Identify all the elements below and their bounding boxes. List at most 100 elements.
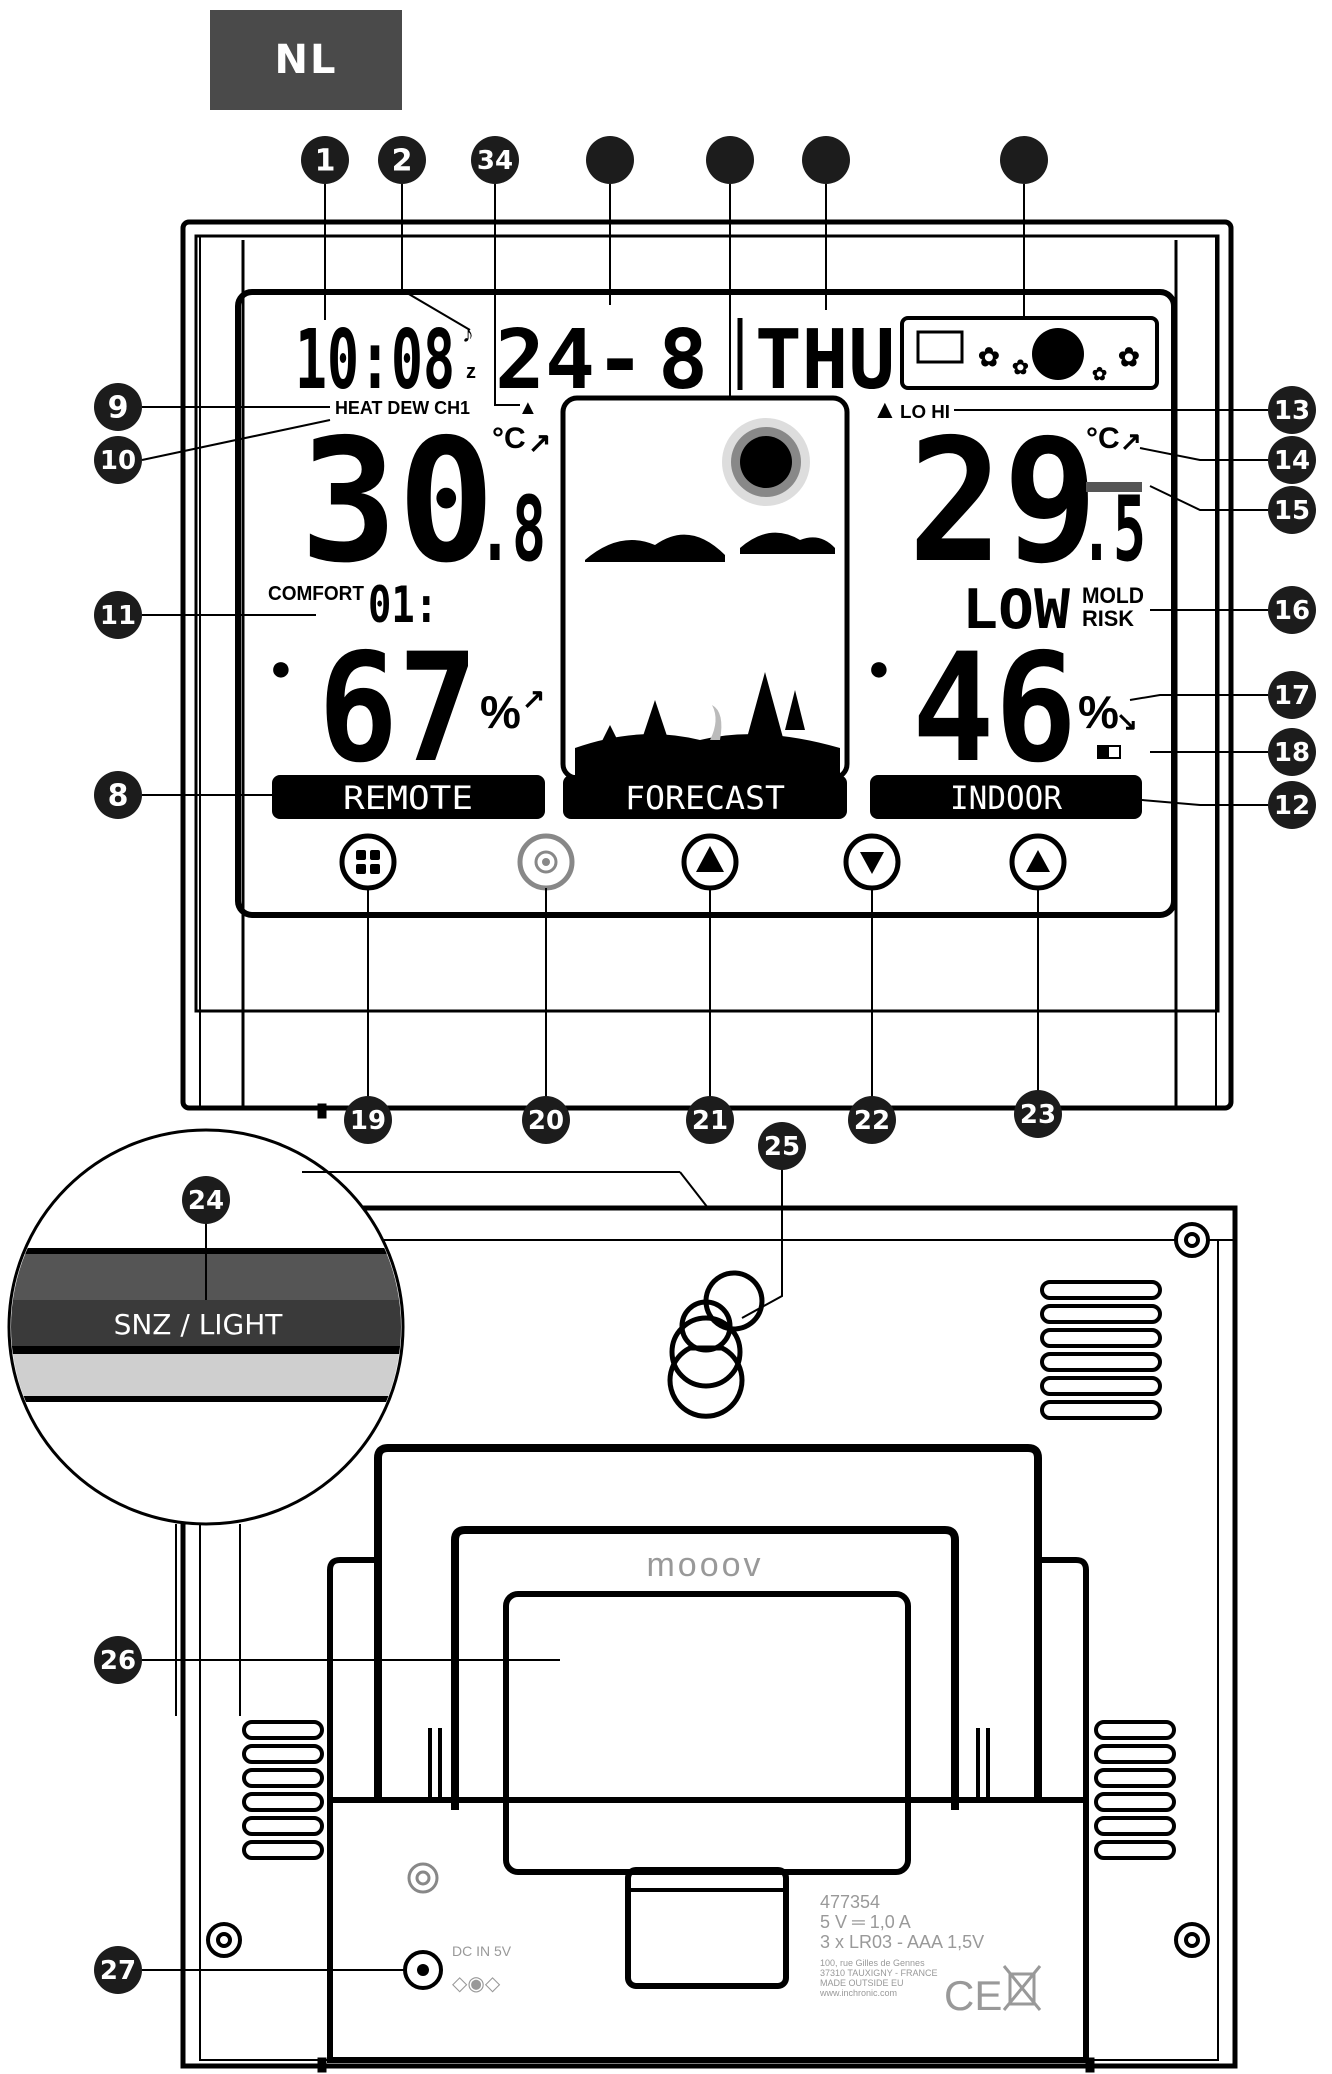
callouts-bottom-number-4: 22 — [854, 1106, 890, 1136]
signal-icon: ▲ — [518, 397, 538, 419]
smoke-icon — [710, 705, 722, 740]
alarm-icon: ♪ — [462, 321, 474, 348]
callouts-left-marker-1 — [94, 383, 142, 431]
zoom-leader-top-2 — [679, 1171, 709, 1209]
callouts-top-marker-3 — [471, 136, 519, 184]
up-triangle-icon — [1026, 850, 1050, 872]
battery-spec: 3 x LR03 - AAA 1,5V — [820, 1932, 984, 1952]
callouts-right-number-6: 18 — [1274, 738, 1310, 768]
mold-label-line-2: RISK — [1082, 606, 1134, 631]
mold-risk-value: LOW — [962, 578, 1071, 641]
vent-slots-left — [242, 1720, 324, 1860]
back-leader-lines — [142, 1168, 783, 1971]
callouts-back-number-3: 26 — [100, 1646, 136, 1676]
comfort-value: 01: — [368, 576, 438, 634]
forecast-panel — [560, 395, 850, 781]
callouts-left-number-4: 8 — [108, 779, 129, 814]
ce-mark: CE — [944, 1972, 1002, 2019]
reset-icon — [407, 1862, 439, 1894]
indoor-humidity-drop-icon: ● — [868, 647, 890, 688]
button-channel[interactable] — [517, 833, 575, 891]
tree-icon-2 — [745, 672, 785, 745]
remote-temp-unit: °C — [492, 422, 526, 455]
callouts-left-marker-3 — [94, 591, 142, 639]
callouts-right-marker-5 — [1268, 671, 1316, 719]
tree-icon-4 — [600, 725, 620, 745]
zoom-detail — [7, 1128, 405, 1526]
callouts-right-number-4: 16 — [1274, 596, 1310, 626]
remote-temp-trend-icon: ↗ — [528, 427, 551, 458]
indoor-bar — [870, 775, 1142, 819]
callouts-bottom-marker-5 — [1014, 1090, 1062, 1138]
callouts-top-marker-7 — [1000, 136, 1048, 184]
star-icon-left-2: ✿ — [1012, 357, 1029, 379]
model-number: 477354 — [820, 1892, 880, 1912]
callouts-right-marker-7 — [1268, 781, 1316, 829]
weee-bin-icon — [1002, 1965, 1042, 2011]
button-down[interactable] — [843, 833, 901, 891]
button-mode[interactable] — [339, 833, 397, 891]
callouts-top-number-1: 1 — [315, 144, 336, 179]
down-triangle-icon — [860, 852, 884, 874]
vent-slots-top-right — [1040, 1280, 1162, 1420]
time-display: 10:08 — [295, 313, 455, 408]
callouts-top-number-2: 2 — [392, 144, 413, 179]
heat-dew-ch-label: HEAT DEW CH1 — [335, 398, 470, 418]
date-month-display: 8 — [658, 313, 708, 408]
website: www.inchronic.com — [819, 1988, 897, 1998]
keyhole-hanger — [667, 1270, 765, 1419]
snz-light-switch-label: SNZ / LIGHT — [114, 1308, 284, 1341]
indoor-temp-int: 29 — [908, 403, 1098, 601]
lo-hi-label: LO HI — [900, 402, 950, 422]
callouts-bottom-number-3: 21 — [692, 1106, 728, 1136]
polarity-icon: ◇◉◇ — [452, 1973, 501, 1995]
callouts-bottom-number-2: 20 — [528, 1106, 564, 1136]
callouts-right-number-7: 12 — [1274, 791, 1310, 821]
callouts-top-marker-4 — [586, 136, 634, 184]
brand-logo: mooov — [646, 1546, 763, 1584]
dc-jack[interactable] — [403, 1950, 443, 1990]
callouts-right-number-5: 17 — [1274, 681, 1310, 711]
remote-bar-label: REMOTE — [343, 779, 473, 817]
vent-slots-right — [1094, 1720, 1176, 1860]
indoor-status-icon — [1086, 482, 1142, 492]
callouts-bottom-number-5: 23 — [1020, 1100, 1056, 1130]
star-icon-left: ✿ — [978, 342, 1000, 372]
callouts-right-number-2: 14 — [1274, 446, 1310, 476]
alert-triangle-icon — [696, 846, 724, 872]
remote-bar — [272, 775, 545, 819]
button-up[interactable] — [1009, 833, 1067, 891]
callouts-left-marker-2 — [94, 436, 142, 484]
callouts-bottom-marker-4 — [848, 1096, 896, 1144]
remote-temp-int: 30 — [300, 403, 495, 601]
indoor-temp-unit: °C — [1086, 422, 1120, 455]
date-day-display: 24- — [495, 313, 645, 408]
dc-input-label: DC IN 5V — [452, 1943, 512, 1959]
battery-icon — [1097, 745, 1121, 759]
indoor-bar-label: INDOOR — [950, 779, 1063, 817]
callouts-bottom-marker-2 — [522, 1096, 570, 1144]
cloud-icon-right — [740, 532, 835, 554]
tree-icon-1 — [640, 700, 670, 745]
front-leader-lines — [141, 184, 1268, 1102]
remote-humidity-drop-icon: ● — [270, 647, 292, 688]
sun-icon — [740, 436, 792, 488]
remote-humidity: 67 — [318, 622, 478, 796]
snooze-icon: z — [466, 361, 476, 383]
callouts-back-number-2: 25 — [764, 1132, 800, 1162]
callouts-left-number-2: 10 — [100, 446, 136, 476]
front-housing — [180, 219, 1234, 1119]
callouts-right-marker-1 — [1268, 386, 1316, 434]
callouts-back-marker-2 — [758, 1122, 806, 1170]
tree-icon-3 — [785, 690, 805, 730]
callouts-top-marker-5 — [706, 136, 754, 184]
callouts-right-number-1: 13 — [1274, 396, 1310, 426]
forecast-bar-label: FORECAST — [625, 779, 785, 817]
callouts-top-marker-1 — [301, 136, 349, 184]
callouts-back-number-1: 24 — [188, 1186, 224, 1216]
callouts-bottom-marker-3 — [686, 1096, 734, 1144]
button-alert[interactable] — [681, 833, 739, 891]
indoor-humidity-trend-icon: ↘ — [1116, 706, 1138, 736]
